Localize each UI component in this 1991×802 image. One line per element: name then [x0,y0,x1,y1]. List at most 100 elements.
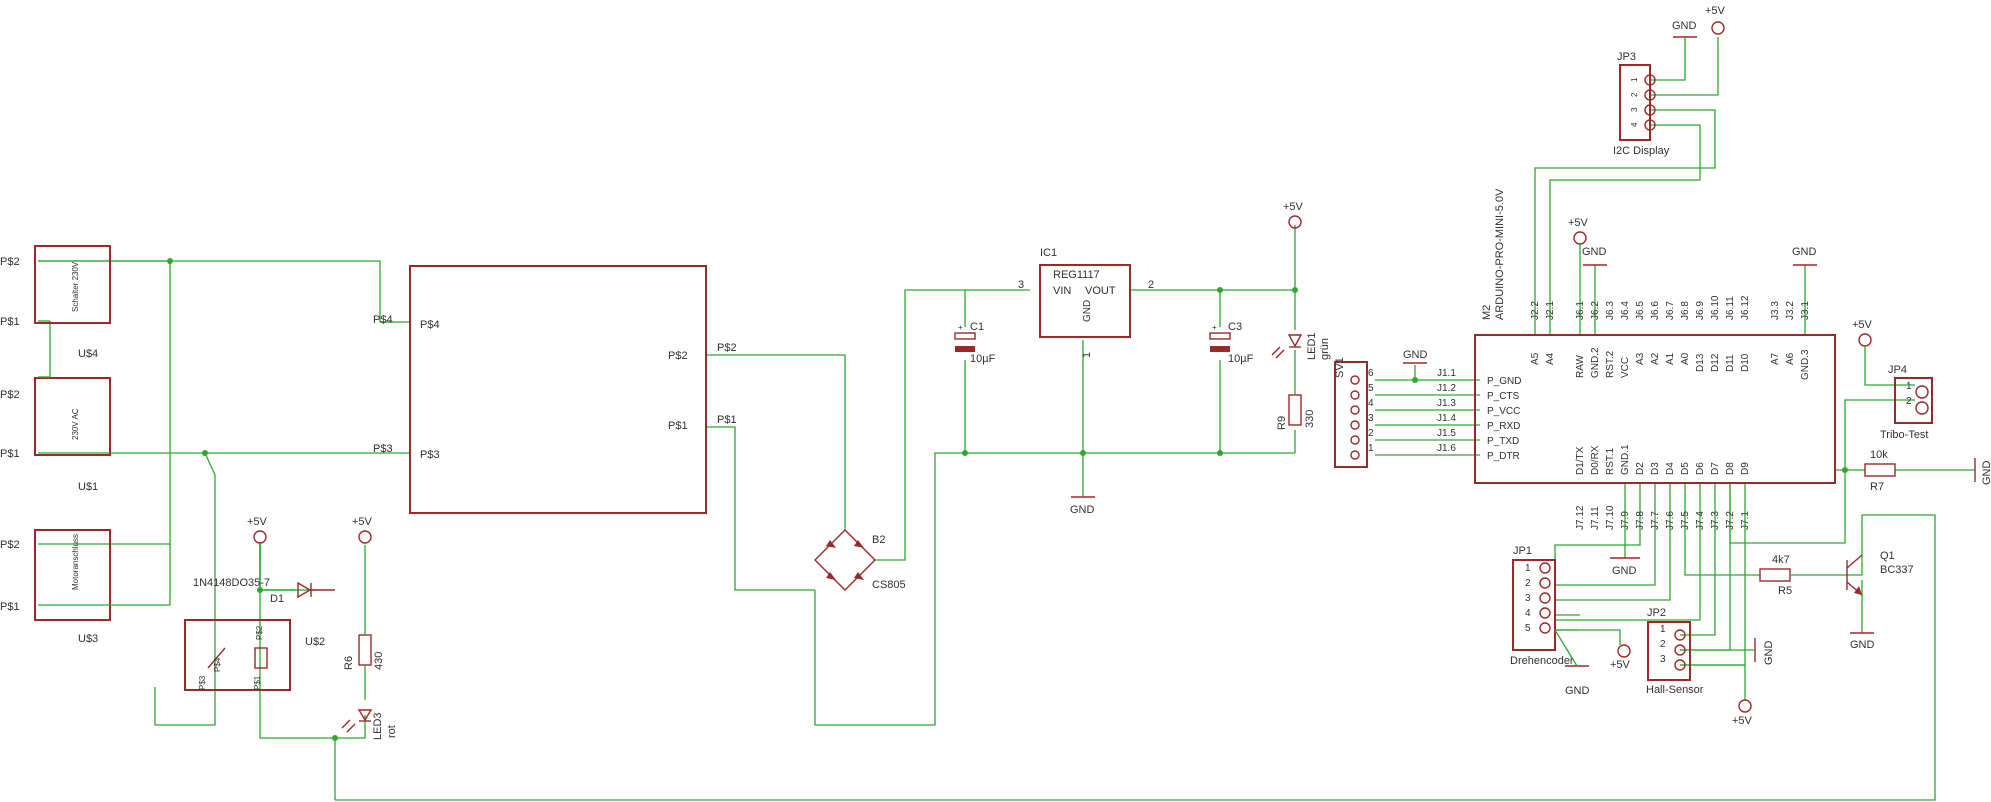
svg-text:D9: D9 [1740,462,1751,475]
svg-text:VIN: VIN [1053,285,1071,297]
svg-text:grün: grün [1319,338,1331,360]
svg-text:3: 3 [1660,654,1666,665]
svg-text:VOUT: VOUT [1085,285,1116,297]
svg-text:A5: A5 [1530,352,1541,365]
svg-text:D13: D13 [1695,353,1706,372]
header-jp3-i2c: JP3 I2C Display 1 2 3 4 [1613,51,1670,157]
svg-text:Tribo-Test: Tribo-Test [1880,429,1929,441]
vcc-jp1: +5V [1610,644,1631,671]
u2-name: U$2 [305,636,325,648]
svg-text:REG1117: REG1117 [1053,269,1100,281]
svg-text:BC337: BC337 [1880,564,1914,576]
svg-text:2: 2 [1660,639,1666,650]
u4-switch-230v: Schalter 230V U$4 P$2 P$1 [0,245,111,360]
svg-text:JP1: JP1 [1513,545,1532,557]
svg-text:D7: D7 [1710,462,1721,475]
u1-name: U$1 [78,481,98,493]
svg-text:R7: R7 [1870,481,1884,493]
svg-text:SV1: SV1 [1334,357,1346,378]
svg-text:4: 4 [1630,122,1639,127]
resistor-r9: R9 330 [1276,350,1316,430]
relay-u2: P$3 P$4 P$1 P$2 U$2 [184,619,325,691]
svg-text:A0: A0 [1680,352,1691,365]
svg-text:J6.8: J6.8 [1680,301,1691,320]
svg-text:A2: A2 [1650,352,1661,365]
svg-text:J6.3: J6.3 [1605,301,1616,320]
svg-text:J7.5: J7.5 [1680,511,1691,530]
module-pin-p1-out: P$1 [717,414,737,426]
module-pin-p4-in: P$4 [420,319,440,331]
svg-text:P$3: P$3 [198,675,207,690]
vcc-jp2: +5V [1732,699,1753,727]
svg-text:ARDUINO-PRO-MINI-5.0V: ARDUINO-PRO-MINI-5.0V [1494,188,1506,320]
svg-text:4: 4 [1368,398,1374,409]
svg-text:3: 3 [1525,593,1531,604]
svg-text:3: 3 [1368,413,1374,424]
u1-pin-p2: P$2 [0,389,20,401]
led1-green: LED1 grün [1271,332,1331,360]
svg-text:430: 430 [373,652,385,670]
svg-text:J6.7: J6.7 [1665,301,1676,320]
vcc-led1: +5V [1283,201,1304,229]
svg-text:RAW: RAW [1575,354,1586,378]
header-sv1: SV1 6 5 4 3 2 1 J1.1 J1.2 J1.3 J1.4 J1.5… [1334,357,1456,468]
svg-text:+5V: +5V [1283,201,1304,213]
gnd-q1: GND [1850,632,1875,651]
gnd-m2-right: GND [1792,246,1817,266]
svg-text:D3: D3 [1650,462,1661,475]
svg-text:J6.5: J6.5 [1635,301,1646,320]
svg-text:D1/TX: D1/TX [1575,446,1586,475]
svg-text:RST.1: RST.1 [1605,447,1616,475]
svg-text:+5V: +5V [1705,5,1726,17]
svg-text:P_VCC: P_VCC [1487,406,1520,417]
vcc-m2: +5V [1568,217,1589,247]
svg-text:J6.2: J6.2 [1590,301,1601,320]
svg-text:GND: GND [1981,461,1991,486]
module-pin-p2-out: P$2 [717,342,737,354]
svg-text:+: + [1212,323,1217,332]
module-pin-p3-in: P$3 [420,449,440,461]
svg-text:D4: D4 [1665,462,1676,475]
header-jp4-tribo: JP4 Tribo-Test 1 2 [1880,364,1933,441]
vcc-d1: +5V [247,516,268,560]
svg-text:6: 6 [1368,368,1374,379]
svg-text:D10: D10 [1740,353,1751,372]
u4-pin-p2: P$2 [0,256,20,268]
resistor-r6: R6 430 [343,620,385,700]
diode-d1: 1N4148DO35-7 D1 [193,577,335,605]
gnd-jp1: GND [1554,629,1590,697]
u3-motor-connector: Motoranschluss U$3 P$2 P$1 [0,529,111,645]
svg-text:GND: GND [1565,685,1590,697]
svg-text:J7.1: J7.1 [1740,511,1751,530]
svg-text:D12: D12 [1710,353,1721,372]
svg-text:R9: R9 [1276,416,1288,430]
svg-text:2: 2 [1630,92,1639,97]
svg-text:J1.5: J1.5 [1437,428,1456,439]
svg-text:D2: D2 [1635,462,1646,475]
svg-text:10k: 10k [1870,449,1888,461]
svg-text:rot: rot [386,725,398,738]
svg-text:2: 2 [1906,396,1912,407]
svg-text:3: 3 [1630,107,1639,112]
svg-text:B2: B2 [872,534,885,546]
svg-text:GND.2: GND.2 [1590,347,1601,378]
gnd-jp2: GND [1754,638,1775,665]
svg-text:J3.2: J3.2 [1785,301,1796,320]
svg-text:Motoranschluss: Motoranschluss [71,534,80,590]
svg-text:D8: D8 [1725,462,1736,475]
module-pin-p4-out: P$4 [373,314,393,326]
svg-text:R6: R6 [343,656,355,670]
regulator-ic1: IC1 REG1117 VIN VOUT GND 3 2 1 [1018,247,1154,358]
svg-text:Schalter 230V: Schalter 230V [71,261,80,312]
bridge-rectifier-b2: B2 CS805 [814,529,906,591]
svg-text:P_CTS: P_CTS [1487,391,1520,402]
module-pin-p1-in: P$1 [668,420,688,432]
svg-text:J6.1: J6.1 [1575,301,1586,320]
svg-text:J6.10: J6.10 [1710,295,1721,320]
svg-text:J7.4: J7.4 [1695,511,1706,530]
svg-text:P_RXD: P_RXD [1487,421,1520,432]
transistor-q1: Q1 BC337 [1846,550,1914,596]
svg-text:A3: A3 [1635,352,1646,365]
svg-text:J7.8: J7.8 [1635,511,1646,530]
